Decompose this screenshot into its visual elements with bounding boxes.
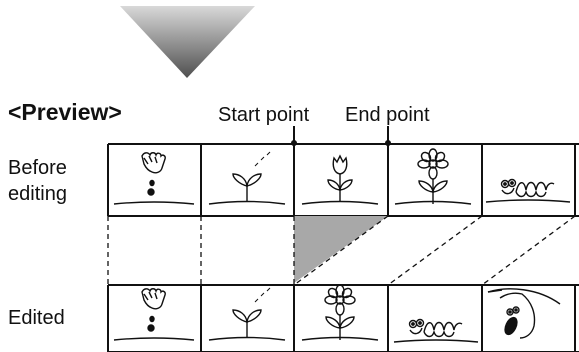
mapping-lines xyxy=(107,215,576,286)
before-editing-label-line1: Before xyxy=(8,157,67,179)
down-arrow-icon xyxy=(120,6,255,78)
before-editing-label-line2: editing xyxy=(8,183,67,205)
start-point-label: Start point xyxy=(218,104,310,126)
edited-label: Edited xyxy=(8,307,65,329)
hand-sowing-seed-icon xyxy=(113,288,195,341)
worm-icon xyxy=(393,318,479,343)
before-editing-strip xyxy=(107,143,579,217)
worm-icon xyxy=(485,178,571,203)
tulip-bud-icon xyxy=(301,154,379,205)
sprout-icon xyxy=(208,287,286,341)
bird-icon xyxy=(487,288,561,339)
hand-sowing-seed-icon xyxy=(113,152,195,205)
edited-strip xyxy=(107,284,579,352)
flower-icon xyxy=(394,148,472,205)
flower-icon xyxy=(301,284,379,341)
end-point-label: End point xyxy=(345,104,430,126)
preview-title: <Preview> xyxy=(8,99,122,125)
removed-region xyxy=(294,216,388,283)
sprout-icon xyxy=(208,151,286,205)
